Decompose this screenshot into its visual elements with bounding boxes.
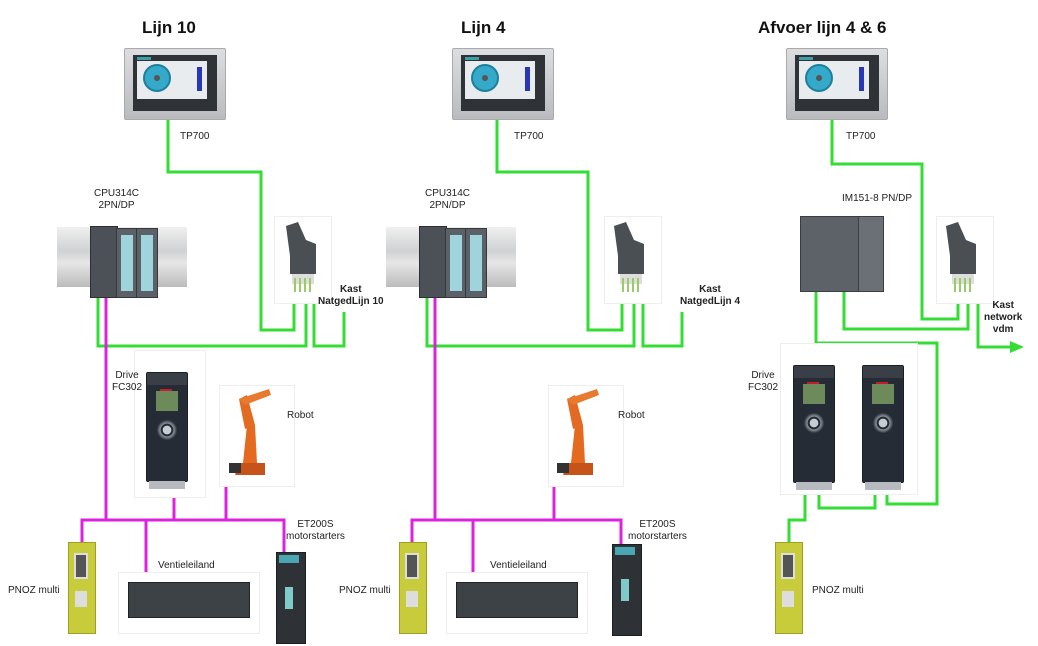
drive-fc302-afvoer-1[interactable] <box>793 365 835 490</box>
wire-drive-pnoz <box>787 490 807 560</box>
wire-drives-link <box>817 490 877 510</box>
wire-io-drives <box>814 228 939 506</box>
robot-label: Robot <box>287 410 314 421</box>
drive-fc302-afvoer-2[interactable] <box>862 365 904 490</box>
pnoz-multi-lijn10[interactable] <box>68 542 96 634</box>
wire-network-vdm <box>976 300 1012 349</box>
wire-plc-lijn10 <box>96 290 308 348</box>
cabinet-label: Kast NatgedLijn 10 <box>318 284 384 307</box>
valve-island-lijn10[interactable] <box>128 582 250 618</box>
robot-lijn4[interactable] <box>553 385 603 480</box>
pnoz-label: PNOZ multi <box>8 585 60 596</box>
plc-label: CPU314C 2PN/DP <box>425 188 471 211</box>
wire-hmi-lijn4 <box>495 118 624 332</box>
drive-label: Drive FC302 <box>112 370 143 393</box>
network-switch-afvoer[interactable] <box>942 222 982 292</box>
section-title-lijn10: Lijn 10 <box>142 18 196 37</box>
network-switch-lijn10[interactable] <box>282 222 322 292</box>
section-title-afvoer: Afvoer lijn 4 & 6 <box>758 18 887 37</box>
valve-island-lijn4[interactable] <box>456 582 578 618</box>
drive-fc302-lijn10[interactable] <box>146 372 188 489</box>
wire-cabinet-lijn10 <box>312 300 346 348</box>
bus-trunk-lijn10 <box>80 518 286 560</box>
drive-label: Drive FC302 <box>748 370 779 393</box>
robot-label: Robot <box>618 410 645 421</box>
hmi-panel-lijn4[interactable] <box>452 48 554 120</box>
wire-cabinet-lijn4 <box>641 300 684 348</box>
network-arrow-icon <box>1010 341 1024 353</box>
et200s-motorstarter-lijn10[interactable] <box>276 552 306 644</box>
io-module-label: IM151-8 PN/DP <box>842 193 913 204</box>
et200s-label: ET200S motorstarters <box>628 519 687 542</box>
hmi-panel-afvoer[interactable] <box>786 48 888 120</box>
wire-plc-lijn4 <box>425 290 636 348</box>
wire-hmi-afvoer <box>830 118 960 321</box>
bus-trunk-lijn4 <box>410 518 623 560</box>
hmi-label: TP700 <box>180 131 210 142</box>
hmi-label: TP700 <box>846 131 876 142</box>
network-switch-lijn4[interactable] <box>610 222 650 292</box>
et200s-motorstarter-lijn4[interactable] <box>612 544 642 636</box>
plc-cpu-lijn10[interactable] <box>90 226 118 298</box>
profinet-lines <box>96 118 1012 560</box>
robot-lijn10[interactable] <box>225 385 275 480</box>
pnoz-multi-afvoer[interactable] <box>775 542 803 634</box>
plc-label: CPU314C 2PN/DP <box>94 188 140 211</box>
pnoz-label: PNOZ multi <box>812 585 864 596</box>
valve-island-label: Ventieleiland <box>490 560 547 571</box>
cabinet-label: Kast network vdm <box>984 300 1023 335</box>
hmi-label: TP700 <box>514 131 544 142</box>
pnoz-multi-lijn4[interactable] <box>399 542 427 634</box>
section-title-lijn4: Lijn 4 <box>461 18 506 37</box>
plc-cpu-lijn4[interactable] <box>419 226 447 298</box>
pnoz-label: PNOZ multi <box>339 585 391 596</box>
valve-island-label: Ventieleiland <box>158 560 215 571</box>
io-module-im151[interactable] <box>800 216 860 292</box>
hmi-panel-lijn10[interactable] <box>124 48 226 120</box>
cabinet-label: Kast NatgedLijn 4 <box>680 284 741 307</box>
wire-hmi-lijn10 <box>166 118 296 332</box>
et200s-label: ET200S motorstarters <box>286 519 345 542</box>
